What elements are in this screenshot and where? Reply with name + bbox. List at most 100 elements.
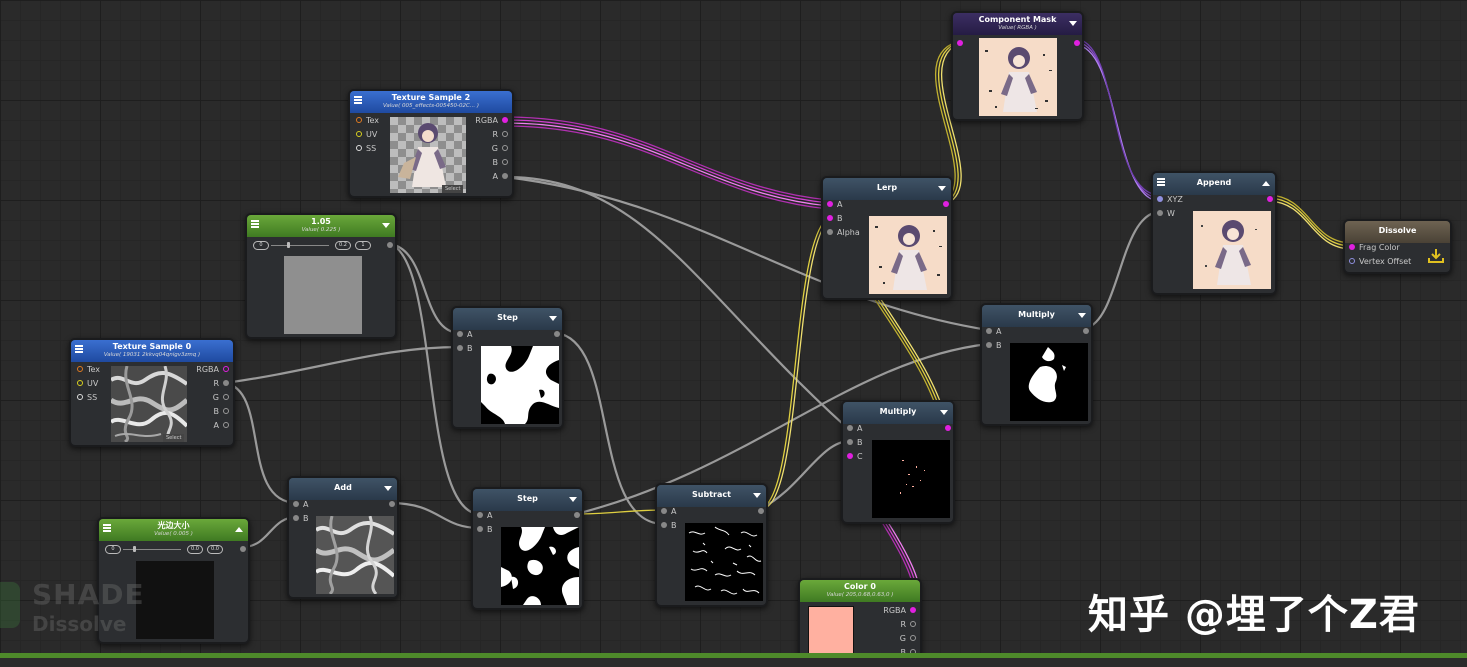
port-in[interactable] xyxy=(957,39,967,49)
port-ss[interactable]: SS xyxy=(356,144,376,154)
slider-knob[interactable] xyxy=(133,546,136,552)
port-r[interactable]: R xyxy=(900,620,916,630)
port-b[interactable]: B xyxy=(661,521,677,531)
port-frag-color[interactable]: Frag Color xyxy=(1349,243,1400,253)
port-rgba[interactable]: RGBA xyxy=(883,606,916,616)
port-uv[interactable]: UV xyxy=(77,379,98,389)
chevron-down-icon[interactable] xyxy=(382,223,390,228)
port-r[interactable]: R xyxy=(492,130,508,140)
chevron-down-icon[interactable] xyxy=(569,497,577,502)
port-dot-icon[interactable] xyxy=(77,394,83,400)
port-a[interactable]: A xyxy=(986,327,1001,337)
port-a[interactable]: A xyxy=(477,511,492,521)
node-header[interactable]: 光边大小 Value( 0.005 ) xyxy=(99,519,248,541)
port-dot-icon[interactable] xyxy=(945,425,951,431)
port-dot-icon[interactable] xyxy=(77,366,83,372)
port-alpha[interactable]: Alpha xyxy=(827,228,860,238)
node-header[interactable]: Color 0 Value( 205,0.68,0.63,0 ) xyxy=(800,580,920,602)
port-dot-icon[interactable] xyxy=(847,439,853,445)
node-header[interactable]: Step xyxy=(473,489,582,511)
value-slider[interactable]: 0 0.0 0.0 xyxy=(105,544,227,554)
node-subtract[interactable]: Subtract A B xyxy=(655,483,768,607)
node-color-0[interactable]: Color 0 Value( 205,0.68,0.63,0 ) RGBA R … xyxy=(798,578,922,660)
chevron-up-icon[interactable] xyxy=(235,527,243,532)
node-header[interactable]: Component Mask Value( RGBA ) xyxy=(953,13,1082,35)
chevron-down-icon[interactable] xyxy=(1078,313,1086,318)
node-step-2[interactable]: Step A B xyxy=(471,487,584,610)
port-a[interactable]: A xyxy=(827,200,842,210)
chevron-down-icon[interactable] xyxy=(940,410,948,415)
port-dot-icon[interactable] xyxy=(502,145,508,151)
port-dot-icon[interactable] xyxy=(661,522,667,528)
node-header[interactable]: Texture Sample 0 Value( 19031 2kkvq04qni… xyxy=(71,340,233,362)
node-header[interactable]: 1.05 Value( 0.225 ) xyxy=(247,215,395,237)
port-out[interactable] xyxy=(939,200,949,210)
port-g[interactable]: G xyxy=(213,393,229,403)
port-dot-icon[interactable] xyxy=(457,331,463,337)
node-append[interactable]: Append XYZ W xyxy=(1151,171,1277,295)
node-texture-sample-2[interactable]: Texture Sample 2 Value( 005_effects-0054… xyxy=(348,89,514,198)
port-rgba[interactable]: RGBA xyxy=(475,116,508,126)
port-dot-icon[interactable] xyxy=(223,408,229,414)
menu-icon[interactable] xyxy=(75,345,83,353)
port-b[interactable]: B xyxy=(457,344,473,354)
slider-value-field[interactable]: 0.0 xyxy=(187,545,203,554)
port-dot-icon[interactable] xyxy=(477,526,483,532)
node-component-mask[interactable]: Component Mask Value( RGBA ) xyxy=(951,11,1084,121)
node-multiply-1[interactable]: Multiply A B C xyxy=(841,400,955,524)
port-b[interactable]: B xyxy=(847,438,863,448)
select-button[interactable]: Select xyxy=(442,185,464,193)
port-dot-icon[interactable] xyxy=(477,512,483,518)
port-dot-icon[interactable] xyxy=(1157,210,1163,216)
port-dot-icon[interactable] xyxy=(1083,328,1089,334)
color-swatch[interactable] xyxy=(808,606,854,658)
port-dot-icon[interactable] xyxy=(356,117,362,123)
slider-value-field[interactable]: 0.2 xyxy=(335,241,351,250)
port-dot-icon[interactable] xyxy=(293,515,299,521)
port-dot-icon[interactable] xyxy=(457,345,463,351)
chevron-down-icon[interactable] xyxy=(549,316,557,321)
port-b[interactable]: B xyxy=(493,158,508,168)
port-dot-icon[interactable] xyxy=(661,508,667,514)
port-dot-icon[interactable] xyxy=(574,512,580,518)
port-out[interactable] xyxy=(570,511,580,521)
port-dot-icon[interactable] xyxy=(554,331,560,337)
chevron-up-icon[interactable] xyxy=(1262,181,1270,186)
port-dot-icon[interactable] xyxy=(943,201,949,207)
port-uv[interactable]: UV xyxy=(356,130,377,140)
port-out[interactable] xyxy=(550,330,560,340)
port-dot-icon[interactable] xyxy=(240,546,246,552)
port-g[interactable]: G xyxy=(900,634,916,644)
port-dot-icon[interactable] xyxy=(1349,258,1355,264)
chevron-down-icon[interactable] xyxy=(1069,21,1077,26)
chevron-down-icon[interactable] xyxy=(384,486,392,491)
port-dot-icon[interactable] xyxy=(827,215,833,221)
slider-knob[interactable] xyxy=(287,242,290,248)
port-dot-icon[interactable] xyxy=(223,366,229,372)
port-rgba[interactable]: RGBA xyxy=(196,365,229,375)
node-header[interactable]: Lerp xyxy=(823,178,951,200)
node-texture-sample-0[interactable]: Texture Sample 0 Value( 19031 2kkvq04qni… xyxy=(69,338,235,447)
port-dot-icon[interactable] xyxy=(502,117,508,123)
port-b[interactable]: B xyxy=(986,341,1002,351)
port-dot-icon[interactable] xyxy=(986,328,992,334)
select-button[interactable]: Select xyxy=(163,434,185,442)
port-dot-icon[interactable] xyxy=(223,422,229,428)
port-a[interactable]: A xyxy=(293,500,308,510)
node-add[interactable]: Add A B xyxy=(287,476,399,599)
port-out[interactable] xyxy=(754,507,764,517)
value-slider[interactable]: 0 0.2 1 xyxy=(253,240,375,250)
node-header[interactable]: Dissolve xyxy=(1345,221,1450,243)
port-a[interactable]: A xyxy=(661,507,676,517)
port-a[interactable]: A xyxy=(847,424,862,434)
chevron-down-icon[interactable] xyxy=(938,186,946,191)
port-dot-icon[interactable] xyxy=(1349,244,1355,250)
port-dot-icon[interactable] xyxy=(502,159,508,165)
port-vertex-offset[interactable]: Vertex Offset xyxy=(1349,257,1411,267)
node-float-1-05[interactable]: 1.05 Value( 0.225 ) 0 0.2 1 xyxy=(245,213,397,339)
node-header[interactable]: Multiply xyxy=(843,402,953,424)
node-header[interactable]: Append xyxy=(1153,173,1275,195)
menu-icon[interactable] xyxy=(251,220,259,228)
download-icon[interactable] xyxy=(1427,248,1445,264)
